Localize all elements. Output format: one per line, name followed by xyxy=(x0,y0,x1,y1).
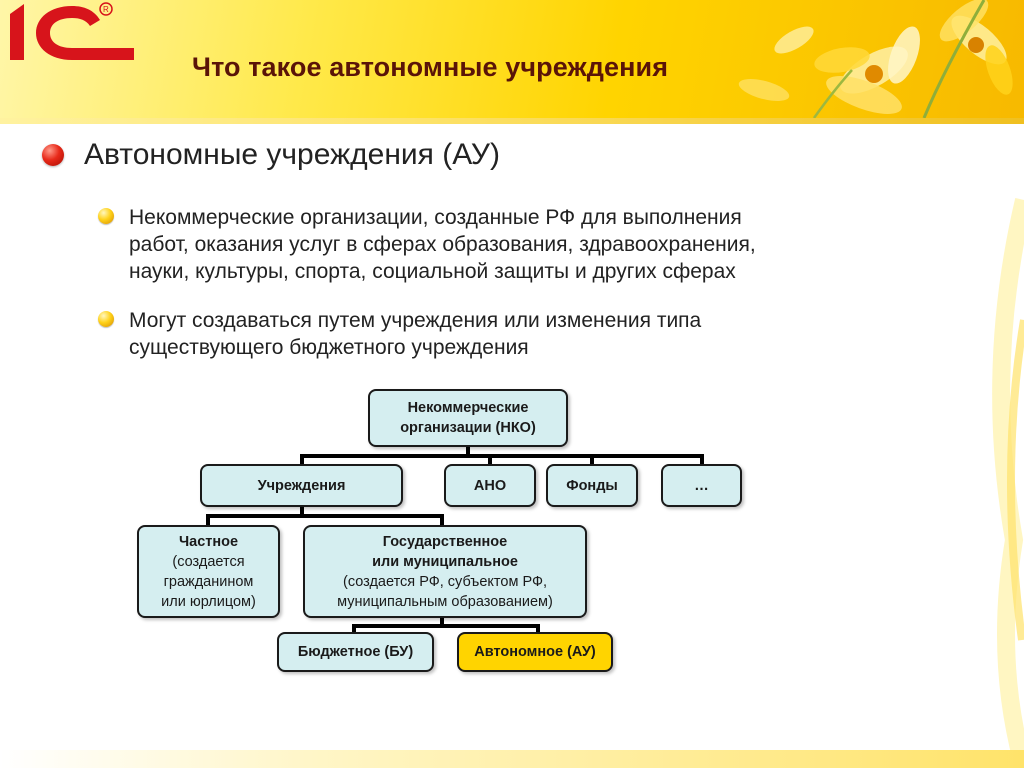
header-divider xyxy=(0,118,1024,124)
connector xyxy=(700,454,704,466)
connector xyxy=(466,446,470,456)
bullet-main: Автономные учреждения (АУ) xyxy=(42,138,500,172)
flower-decoration-icon xyxy=(738,0,1013,118)
connector xyxy=(488,454,492,466)
1c-logo: R xyxy=(10,2,134,60)
node-chastnoe: Частное (создается гражданином или юрлиц… xyxy=(137,525,280,618)
connector xyxy=(300,454,304,466)
bullet-main-text: Автономные учреждения (АУ) xyxy=(84,138,500,171)
connector xyxy=(440,616,444,626)
node-uchrezhdeniya: Учреждения xyxy=(200,464,403,507)
leaf-decoration-icon xyxy=(992,197,1024,768)
node-au: Автономное (АУ) xyxy=(457,632,613,672)
bullet-sub-1-text: Некоммерческие организации, созданные РФ… xyxy=(129,206,756,283)
connector xyxy=(590,454,594,466)
bullet-sub-1: Некоммерческие организации, созданные РФ… xyxy=(98,204,756,285)
node-ano: АНО xyxy=(444,464,536,507)
yellow-bullet-icon xyxy=(98,208,114,224)
red-bullet-icon xyxy=(42,144,64,166)
yellow-bullet-icon xyxy=(98,311,114,327)
connector xyxy=(352,624,540,628)
svg-text:R: R xyxy=(103,5,109,14)
connector xyxy=(300,454,704,458)
header-banner: R Что такое автономные учреждения xyxy=(0,0,1024,118)
node-nko: Некоммерческие организации (НКО) xyxy=(368,389,568,447)
page-title: Что такое автономные учреждения xyxy=(192,52,669,82)
connector xyxy=(206,514,210,527)
connector xyxy=(440,514,444,527)
bullet-sub-2: Могут создаваться путем учреждения или и… xyxy=(98,307,701,361)
bullet-sub-2-text: Могут создаваться путем учреждения или и… xyxy=(129,309,702,359)
node-bu: Бюджетное (БУ) xyxy=(277,632,434,672)
connector xyxy=(536,624,540,634)
connector xyxy=(300,506,304,516)
node-gosudarstvennoe: Государственное или муниципальное (созда… xyxy=(303,525,587,618)
node-other: … xyxy=(661,464,742,507)
node-fondy: Фонды xyxy=(546,464,638,507)
connector xyxy=(352,624,356,634)
connector xyxy=(206,514,444,518)
footer-decoration xyxy=(0,750,1024,768)
